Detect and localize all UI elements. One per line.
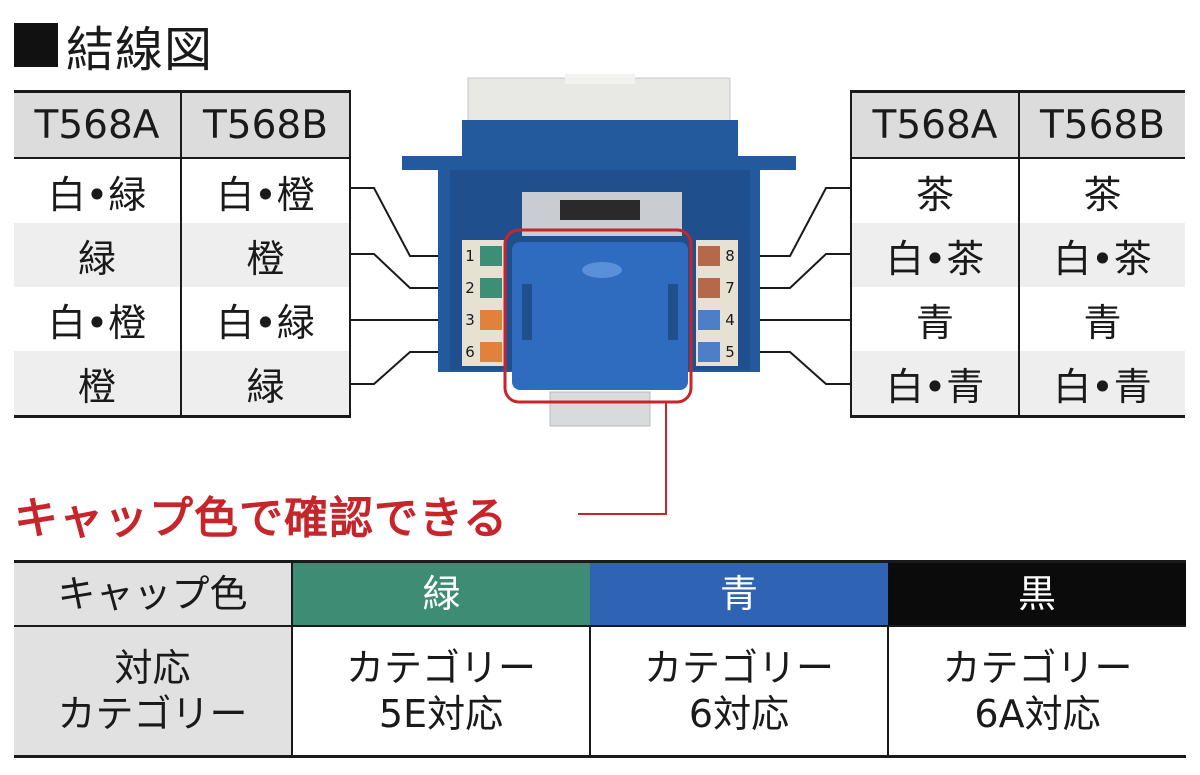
left-wiring-table: T568A T568B 白•緑 白•橙 緑 橙 白•橙 白•緑 橙 緑 [14,90,351,418]
category-cell-green: カテゴリー 5E対応 [292,625,591,757]
jack-socket [560,200,640,220]
cell: 白•緑 [181,287,351,351]
cap-latch-left [522,284,532,340]
wire-orange [480,342,502,362]
pin-label: 2 [465,279,475,297]
cell: 青 [1083,300,1122,345]
jack-bottom [549,391,651,427]
cap-color-table: キャップ色 緑 青 黒 対応 カテゴリー カテゴリー 5E対応 カテゴリー 6対… [14,560,1186,758]
black-square-icon [14,23,58,67]
category-cell-black: カテゴリー 6A対応 [888,625,1186,757]
cap-blue-cell: 青 [590,561,888,626]
cap-color-label: キャップ色 [14,561,293,626]
wire-brown [698,246,720,266]
cell: 白•青 [1019,351,1185,417]
cell: 白•青 [850,351,1020,417]
pin-label: 8 [725,247,735,265]
pin-labels: 1 2 3 6 8 7 4 5 [465,247,735,361]
pin-label: 5 [725,343,735,361]
cell: 白•茶 [850,223,1020,287]
wire-orange-white [480,310,502,330]
pin-label: 6 [465,343,475,361]
pin-label: 7 [725,279,735,297]
category-line1: カテゴリー [942,646,1133,690]
category-line2: 6A対応 [974,692,1101,736]
wire-blue-white [698,342,720,362]
cap-black-cell: 黒 [888,561,1186,626]
header-t568b: T568B [1019,91,1185,158]
cell: 青 [850,287,1020,351]
category-label-line2: カテゴリー [57,692,248,736]
cell: 橙 [181,223,351,287]
cap-highlight-frame [503,228,693,404]
title-text: 結線図 [66,22,214,78]
cap-color-callout: キャップ色で確認できる [14,493,509,544]
category-line2: 5E対応 [378,692,504,736]
callout-pointer-line [578,402,667,515]
wire-green-white [480,246,502,266]
category-line2: 6対応 [688,692,790,736]
right-wiring-table: T568A T568B 茶 茶 白•茶 白•茶 青 青 白•青 白•青 [850,90,1185,418]
cell: 白•茶 [1019,223,1185,287]
cell: 橙 [14,351,182,417]
cap-highlight [582,262,622,278]
wire-blue [698,310,720,330]
category-label: 対応 カテゴリー [14,625,293,757]
cell: 白•橙 [14,287,182,351]
wire-brown-white [698,278,720,298]
category-line1: カテゴリー [345,646,536,690]
category-line1: カテゴリー [643,646,834,690]
header-t568b: T568B [181,91,351,158]
cell: 茶 [850,158,1020,223]
pin-label: 1 [465,247,475,265]
cell: 白•緑 [14,158,182,223]
pin-label: 4 [725,311,735,329]
cap-latch-right [668,284,678,340]
wire-green [480,278,502,298]
modular-jack-illustration: 1 2 3 6 8 7 4 5 [350,74,850,515]
diagram-title: 結線図 [14,12,213,78]
cell: 緑 [181,351,351,417]
category-label-line1: 対応 [114,646,191,690]
cap-green-cell: 緑 [292,561,590,626]
cell: 白•橙 [181,158,351,223]
pin-label: 3 [465,311,475,329]
header-t568a: T568A [14,91,182,158]
category-cell-blue: カテゴリー 6対応 [590,625,889,757]
blue-cap [512,242,688,390]
jack-top-tab [565,74,635,84]
header-t568a: T568A [850,91,1020,158]
cell: 緑 [14,223,182,287]
cell: 茶 [1083,172,1122,217]
